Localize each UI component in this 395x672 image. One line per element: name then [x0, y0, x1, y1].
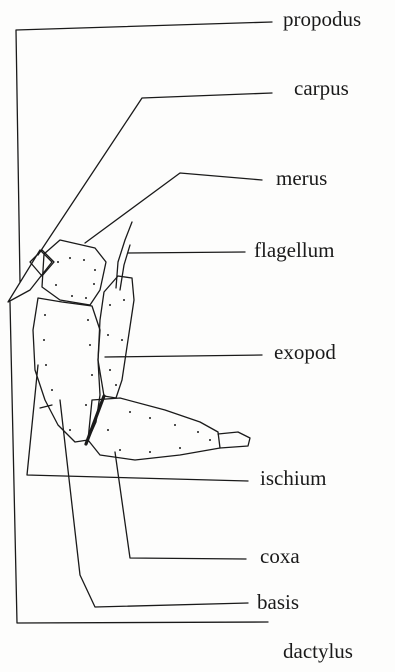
leader-coxa	[115, 452, 246, 559]
leader-basis	[60, 400, 248, 607]
distal-stub	[218, 432, 250, 448]
label-coxa: coxa	[260, 546, 300, 567]
joint-mark	[86, 396, 104, 444]
dactylus-segment	[8, 250, 52, 302]
leader-merus	[85, 173, 262, 243]
basis-segment	[88, 398, 220, 460]
carpus-segment	[42, 240, 106, 305]
label-flagellum: flagellum	[254, 240, 334, 261]
leader-ischium	[27, 365, 248, 481]
label-basis: basis	[257, 592, 299, 613]
label-carpus: carpus	[294, 78, 349, 99]
label-ischium: ischium	[260, 468, 327, 489]
leader-flagellum	[128, 252, 245, 253]
exopod-segment	[98, 276, 134, 398]
leader-dactylus	[10, 302, 268, 623]
label-propodus: propodus	[283, 9, 361, 30]
ischium-mark	[40, 405, 52, 408]
label-exopod: exopod	[274, 342, 336, 363]
leader-exopod	[105, 355, 262, 357]
label-merus: merus	[276, 168, 327, 189]
leader-propodus	[16, 22, 272, 282]
leader-carpus	[38, 93, 272, 255]
label-dactylus: dactylus	[283, 641, 353, 662]
stipple-dots	[43, 257, 211, 453]
